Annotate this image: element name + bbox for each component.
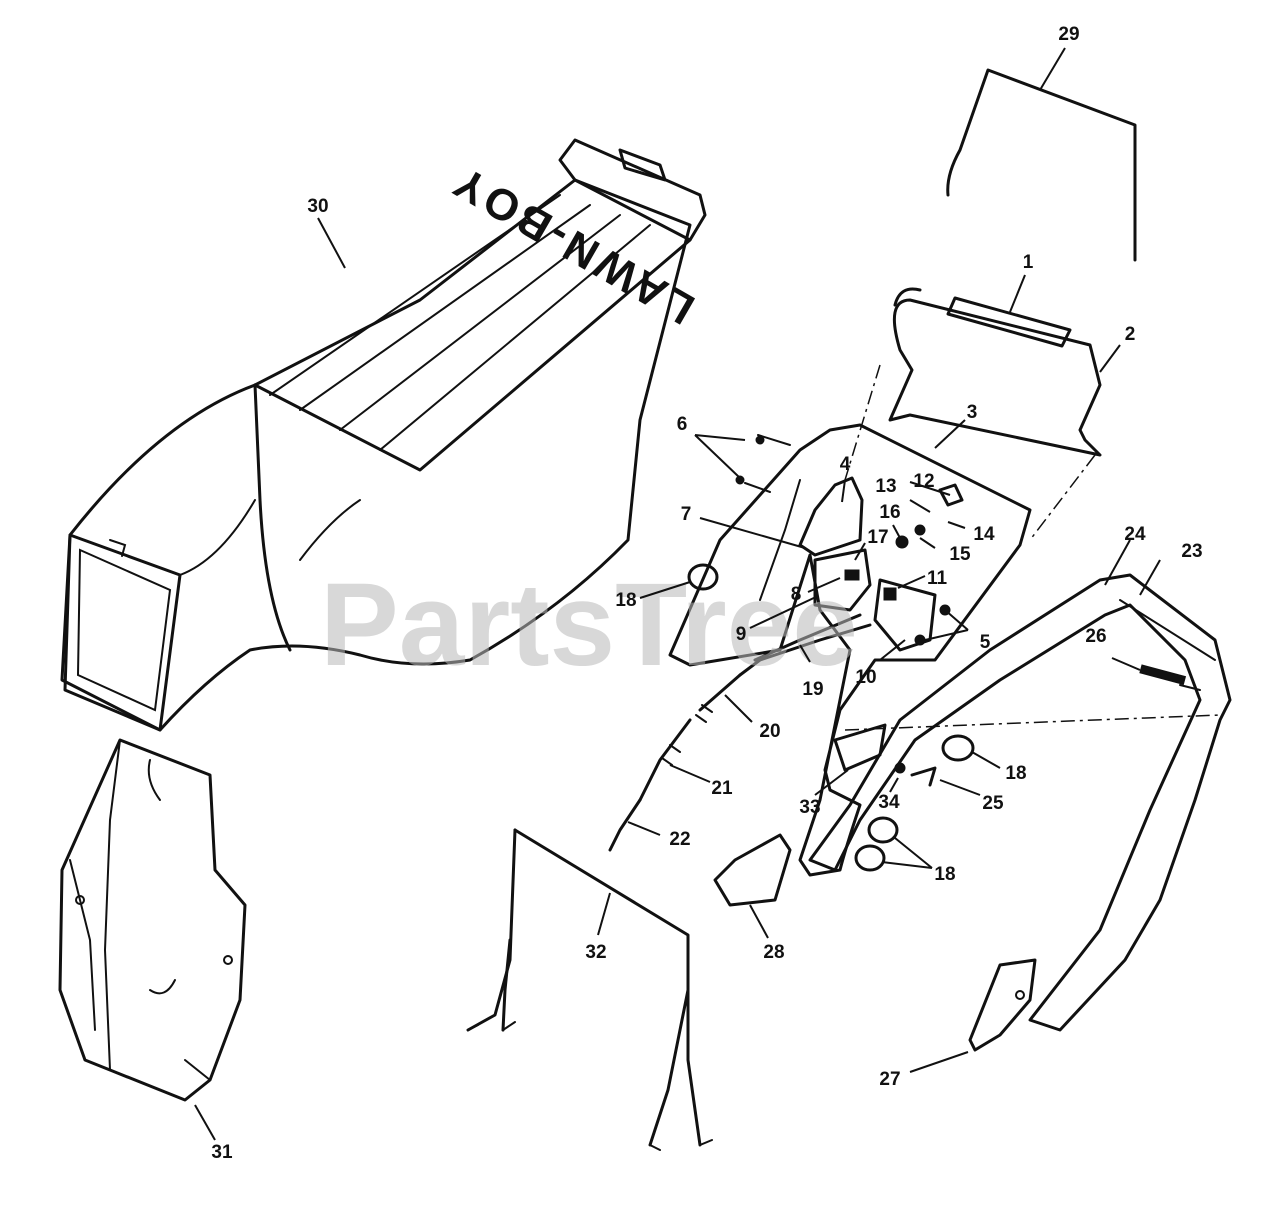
callout-2: 2 bbox=[1125, 324, 1136, 345]
callout-3: 3 bbox=[967, 402, 978, 423]
alignment-lines bbox=[844, 364, 1221, 731]
callout-20: 20 bbox=[759, 721, 780, 742]
callout-21: 21 bbox=[711, 778, 733, 799]
callouts: 1 2 3 4 5 6 7 8 9 10 11 12 13 14 15 16 1… bbox=[211, 24, 1202, 1163]
callout-26: 26 bbox=[1085, 626, 1106, 647]
callout-30: 30 bbox=[307, 196, 328, 217]
callout-16: 16 bbox=[879, 502, 900, 523]
control-cable bbox=[608, 613, 872, 852]
control-cluster bbox=[735, 434, 964, 652]
lower-handle bbox=[808, 573, 1232, 1032]
callout-19: 19 bbox=[802, 679, 823, 700]
callout-17: 17 bbox=[867, 527, 888, 548]
callout-18a: 18 bbox=[615, 590, 636, 611]
callout-32: 32 bbox=[585, 942, 606, 963]
leader-lines bbox=[194, 47, 1161, 1141]
upper-handle-panel bbox=[888, 287, 1102, 457]
retaining-rings bbox=[687, 563, 975, 872]
callout-7: 7 bbox=[681, 504, 692, 525]
callout-27: 27 bbox=[879, 1069, 900, 1090]
callout-11: 11 bbox=[927, 568, 948, 589]
callout-8: 8 bbox=[791, 584, 802, 605]
wire-frame-29 bbox=[946, 68, 1137, 262]
callout-10: 10 bbox=[855, 667, 876, 688]
callout-29: 29 bbox=[1058, 24, 1079, 45]
callout-15: 15 bbox=[949, 544, 971, 565]
callout-31: 31 bbox=[211, 1142, 233, 1163]
callout-1: 1 bbox=[1023, 252, 1034, 273]
callout-28: 28 bbox=[763, 942, 784, 963]
callout-18b: 18 bbox=[1005, 763, 1026, 784]
callout-23: 23 bbox=[1181, 541, 1202, 562]
callout-12: 12 bbox=[913, 471, 934, 492]
callout-4: 4 bbox=[840, 454, 851, 475]
callout-5: 5 bbox=[980, 632, 991, 653]
callout-22: 22 bbox=[669, 829, 690, 850]
side-brackets bbox=[833, 723, 937, 787]
callout-25: 25 bbox=[982, 793, 1004, 814]
callout-6: 6 bbox=[677, 414, 688, 435]
bracket-28 bbox=[713, 833, 792, 907]
callout-24: 24 bbox=[1124, 524, 1146, 545]
callout-34: 34 bbox=[878, 792, 900, 813]
discharge-chute bbox=[58, 738, 247, 1102]
bracket-27 bbox=[968, 958, 1037, 1052]
callout-33: 33 bbox=[799, 797, 820, 818]
callout-13: 13 bbox=[875, 476, 896, 497]
callout-9: 9 bbox=[736, 624, 747, 645]
callout-14: 14 bbox=[973, 524, 995, 545]
watermark: PartsTree bbox=[320, 559, 858, 691]
callout-18c: 18 bbox=[934, 864, 955, 885]
wire-frame-32 bbox=[466, 828, 713, 1151]
